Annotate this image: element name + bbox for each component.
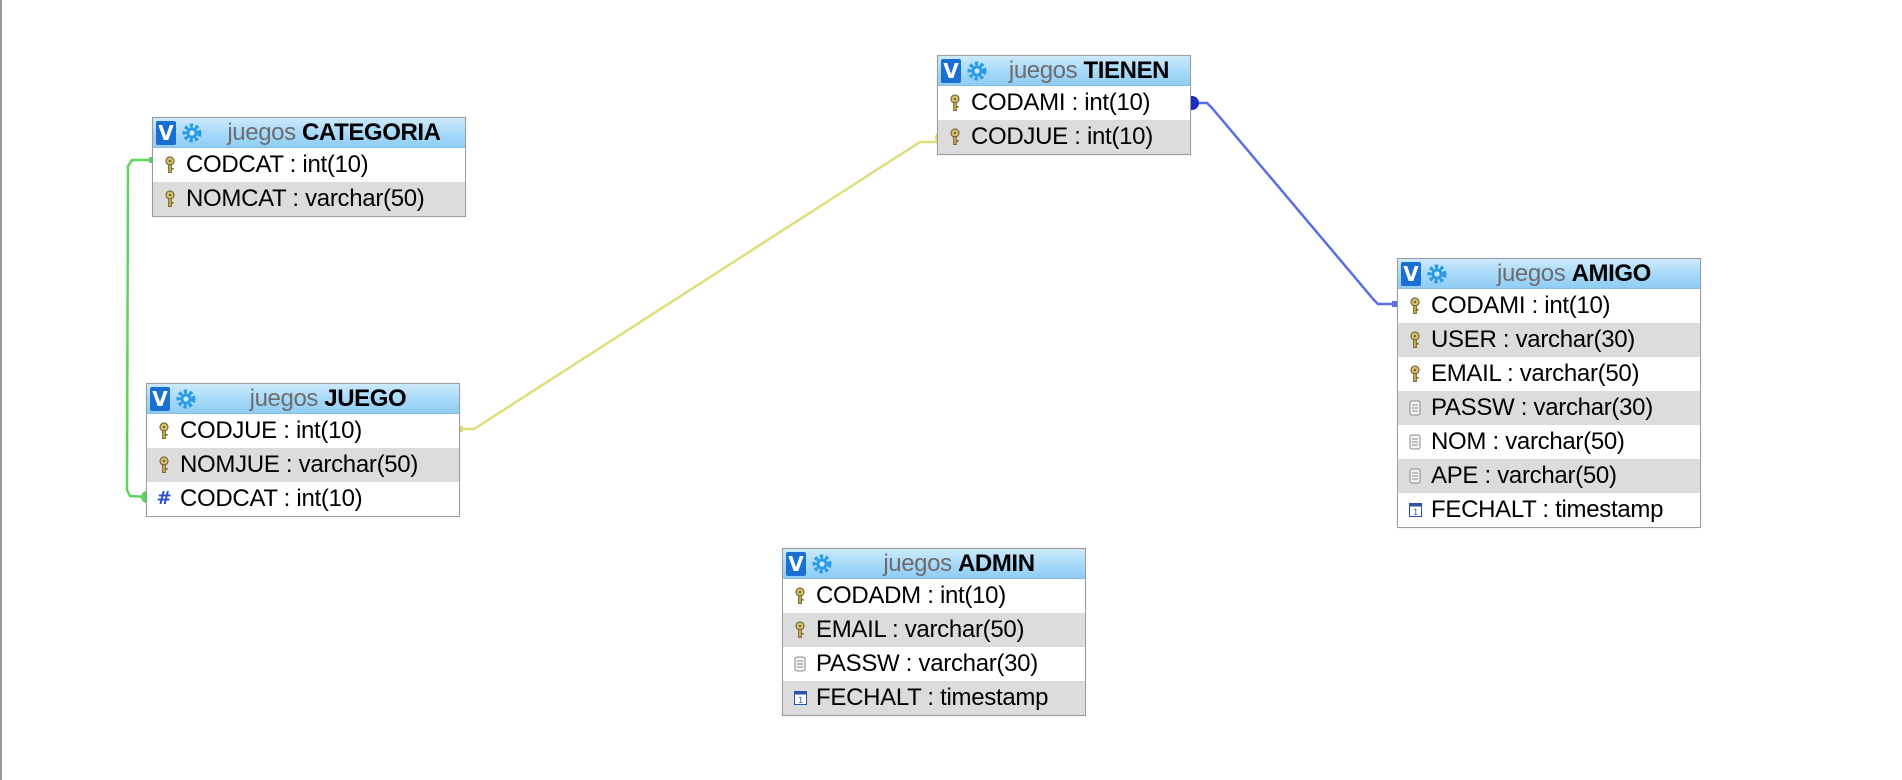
column-row[interactable]: CODCAT : int(10) bbox=[153, 148, 465, 182]
column-row[interactable]: CODJUE : int(10) bbox=[938, 120, 1190, 154]
table-header[interactable]: V juegos AMIGO bbox=[1398, 259, 1700, 289]
column-label: NOMCAT : varchar(50) bbox=[186, 185, 425, 212]
column-label: CODADM : int(10) bbox=[816, 582, 1006, 609]
toggle-columns-button[interactable]: V bbox=[1401, 262, 1421, 286]
gear-icon[interactable] bbox=[966, 60, 988, 82]
table-name: ADMIN bbox=[957, 549, 1035, 577]
text-icon bbox=[792, 654, 808, 674]
column-label: CODCAT : int(10) bbox=[186, 151, 369, 178]
table-title: juegos AMIGO bbox=[1448, 260, 1700, 288]
toggle-columns-button[interactable]: V bbox=[786, 552, 806, 576]
key-icon bbox=[792, 620, 808, 640]
column-label: EMAIL : varchar(50) bbox=[816, 616, 1025, 643]
gear-icon[interactable] bbox=[181, 122, 203, 144]
key-icon bbox=[947, 127, 963, 147]
key-icon bbox=[156, 455, 172, 475]
text-icon bbox=[1407, 432, 1423, 452]
column-label: CODJUE : int(10) bbox=[180, 417, 362, 444]
column-label: CODAMI : int(10) bbox=[971, 89, 1151, 116]
table-title: juegos TIENEN bbox=[988, 57, 1190, 85]
column-row[interactable]: 1 FECHALT : timestamp bbox=[783, 681, 1085, 715]
svg-text:1: 1 bbox=[1413, 508, 1418, 517]
key-icon bbox=[947, 93, 963, 113]
column-label: FECHALT : timestamp bbox=[816, 684, 1049, 711]
column-row[interactable]: PASSW : varchar(30) bbox=[783, 647, 1085, 681]
table-title: juegos CATEGORIA bbox=[203, 119, 465, 147]
table-admin[interactable]: V juegos ADMIN CODADM : int(10) EMAIL : … bbox=[782, 548, 1086, 716]
column-label: EMAIL : varchar(50) bbox=[1431, 360, 1640, 387]
column-row[interactable]: NOM : varchar(50) bbox=[1398, 425, 1700, 459]
calendar-icon: 1 bbox=[1407, 500, 1423, 520]
relation-categoria-juego[interactable] bbox=[125, 158, 152, 499]
table-name: TIENEN bbox=[1083, 56, 1170, 84]
relation-juego-tienen[interactable] bbox=[459, 140, 940, 431]
column-label: CODJUE : int(10) bbox=[971, 123, 1153, 150]
key-icon bbox=[1407, 330, 1423, 350]
key-icon bbox=[1407, 364, 1423, 384]
relation-end-mark bbox=[1392, 301, 1398, 307]
key-icon bbox=[792, 586, 808, 606]
column-row[interactable]: CODJUE : int(10) bbox=[147, 414, 459, 448]
text-icon bbox=[1407, 398, 1423, 418]
relation-tienen-amigo[interactable] bbox=[1190, 101, 1397, 306]
column-row[interactable]: APE : varchar(50) bbox=[1398, 459, 1700, 493]
column-label: NOM : varchar(50) bbox=[1431, 428, 1625, 455]
table-header[interactable]: V juegos CATEGORIA bbox=[153, 118, 465, 148]
gear-icon[interactable] bbox=[1426, 263, 1448, 285]
table-tienen[interactable]: V juegos TIENEN CODAMI : int(10) CODJUE … bbox=[937, 55, 1191, 155]
gear-icon[interactable] bbox=[175, 388, 197, 410]
column-label: PASSW : varchar(30) bbox=[1431, 394, 1653, 421]
column-row[interactable]: NOMJUE : varchar(50) bbox=[147, 448, 459, 482]
key-icon bbox=[162, 155, 178, 175]
column-row[interactable]: NOMCAT : varchar(50) bbox=[153, 182, 465, 216]
key-icon bbox=[162, 189, 178, 209]
column-row[interactable]: # CODCAT : int(10) bbox=[147, 482, 459, 516]
key-icon bbox=[156, 421, 172, 441]
table-juego[interactable]: V juegos JUEGO CODJUE : int(10) NOMJUE :… bbox=[146, 383, 460, 517]
table-name: CATEGORIA bbox=[301, 118, 441, 146]
column-label: USER : varchar(30) bbox=[1431, 326, 1635, 353]
table-title: juegos ADMIN bbox=[833, 550, 1085, 578]
table-amigo[interactable]: V juegos AMIGO CODAMI : int(10) USER : v… bbox=[1397, 258, 1701, 528]
table-db-name: juegos bbox=[883, 549, 952, 577]
table-title: juegos JUEGO bbox=[197, 385, 459, 413]
table-header[interactable]: V juegos ADMIN bbox=[783, 549, 1085, 579]
table-categoria[interactable]: V juegos CATEGORIA CODCAT : int(10) NOMC… bbox=[152, 117, 466, 217]
table-db-name: juegos bbox=[1497, 259, 1566, 287]
column-row[interactable]: EMAIL : varchar(50) bbox=[783, 613, 1085, 647]
calendar-icon: 1 bbox=[792, 688, 808, 708]
svg-text:1: 1 bbox=[798, 696, 803, 705]
table-header[interactable]: V juegos JUEGO bbox=[147, 384, 459, 414]
toggle-columns-button[interactable]: V bbox=[150, 387, 170, 411]
table-header[interactable]: V juegos TIENEN bbox=[938, 56, 1190, 86]
toggle-columns-button[interactable]: V bbox=[941, 59, 961, 83]
key-icon bbox=[1407, 296, 1423, 316]
column-row[interactable]: CODAMI : int(10) bbox=[938, 86, 1190, 120]
relation-end-mark bbox=[457, 426, 463, 432]
table-name: JUEGO bbox=[324, 384, 407, 412]
toggle-columns-button[interactable]: V bbox=[156, 121, 176, 145]
column-row[interactable]: 1 FECHALT : timestamp bbox=[1398, 493, 1700, 527]
column-label: PASSW : varchar(30) bbox=[816, 650, 1038, 677]
column-row[interactable]: USER : varchar(30) bbox=[1398, 323, 1700, 357]
column-row[interactable]: CODADM : int(10) bbox=[783, 579, 1085, 613]
hash-icon: # bbox=[156, 488, 172, 509]
column-label: CODAMI : int(10) bbox=[1431, 292, 1611, 319]
text-icon bbox=[1407, 466, 1423, 486]
column-label: APE : varchar(50) bbox=[1431, 462, 1617, 489]
gear-icon[interactable] bbox=[811, 553, 833, 575]
table-db-name: juegos bbox=[227, 118, 296, 146]
column-label: CODCAT : int(10) bbox=[180, 485, 363, 512]
table-db-name: juegos bbox=[1008, 56, 1078, 84]
table-name: AMIGO bbox=[1571, 259, 1652, 287]
column-row[interactable]: PASSW : varchar(30) bbox=[1398, 391, 1700, 425]
column-label: NOMJUE : varchar(50) bbox=[180, 451, 419, 478]
column-row[interactable]: EMAIL : varchar(50) bbox=[1398, 357, 1700, 391]
column-row[interactable]: CODAMI : int(10) bbox=[1398, 289, 1700, 323]
column-label: FECHALT : timestamp bbox=[1431, 496, 1664, 523]
table-db-name: juegos bbox=[249, 384, 319, 412]
relation-end-mark bbox=[149, 157, 154, 163]
